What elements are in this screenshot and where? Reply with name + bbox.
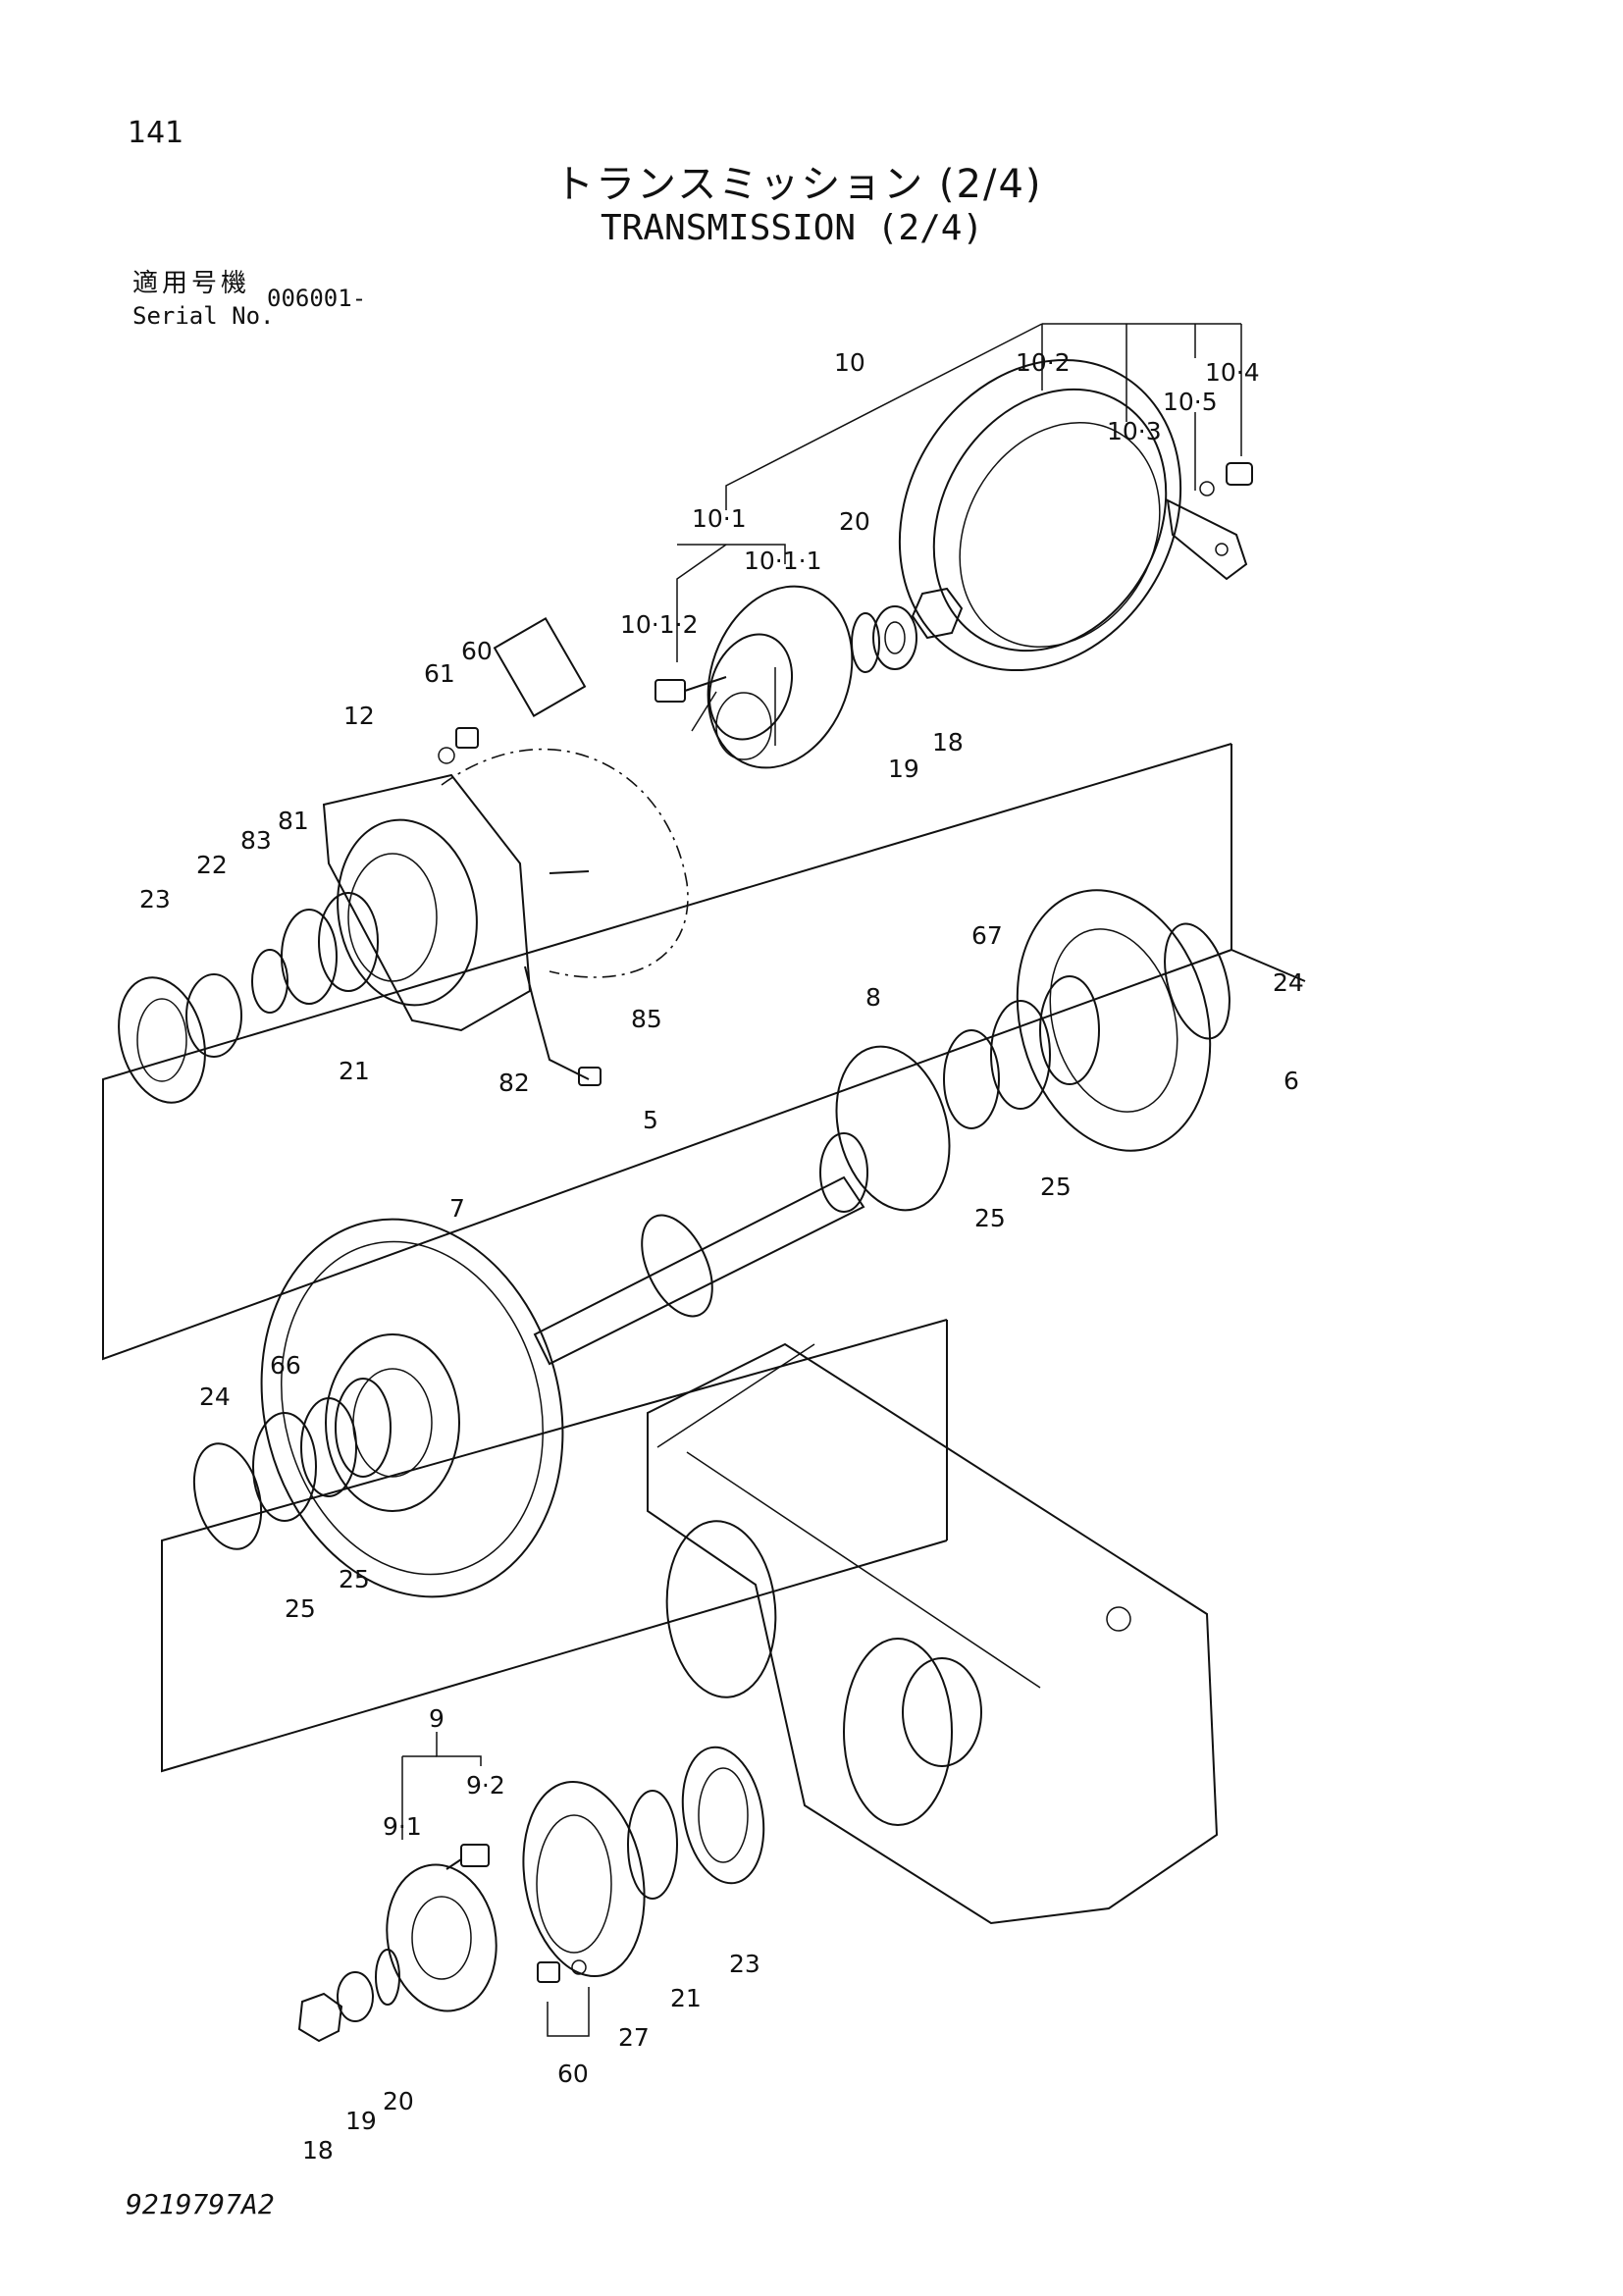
part-10-2-housing-ring [898, 358, 1182, 672]
part-10-1-1-flange [691, 585, 854, 769]
callout-5: 5 [643, 1106, 658, 1134]
parts-60-bottom-bolt [537, 1959, 590, 2037]
callout-60-top: 60 [461, 637, 493, 665]
callout-19-bot: 19 [345, 2107, 377, 2135]
callout-85: 85 [631, 1005, 662, 1033]
callout-9-2: 9·2 [466, 1771, 505, 1800]
callout-25-b: 25 [1040, 1173, 1072, 1201]
part-10-5-bracket [1166, 498, 1248, 581]
callout-67: 67 [971, 921, 1003, 950]
callout-10-1-1: 10·1·1 [744, 547, 822, 575]
callout-20-top: 20 [839, 507, 870, 536]
callout-27: 27 [618, 2023, 650, 2052]
callout-60-bot: 60 [557, 2060, 589, 2088]
serial-label-english: Serial No. [132, 302, 275, 330]
part-7-large-gear [260, 1218, 564, 1598]
callout-21-bot: 21 [670, 1984, 702, 2012]
parts-24-66-25-left-stack [192, 1378, 392, 1550]
part-10-1-2-bolt [654, 676, 727, 703]
page-title-japanese: トランスミッション (2/4) [554, 162, 1043, 207]
callout-8: 8 [865, 983, 881, 1012]
callout-83: 83 [240, 826, 272, 855]
callout-12: 12 [343, 702, 375, 730]
callout-61: 61 [424, 659, 455, 688]
callout-10-4: 10·4 [1205, 358, 1260, 387]
callout-10-5: 10·5 [1163, 388, 1218, 416]
part-dashed-cover [441, 616, 689, 978]
callout-23-top: 23 [139, 885, 171, 913]
assembly-9-leaders [401, 1732, 482, 1840]
part-12-housing-cover [322, 773, 532, 1032]
page-number: 141 [128, 116, 184, 150]
callout-24-left: 24 [199, 1383, 231, 1411]
part-9-1-flange [386, 1844, 497, 2012]
callout-18-bot: 18 [302, 2136, 334, 2165]
callout-7: 7 [449, 1194, 465, 1223]
assembly-group-lines [102, 323, 1306, 1773]
callout-25-c: 25 [339, 1565, 370, 1593]
part-5-shaft [533, 1132, 868, 1366]
serial-number-value: 006001- [267, 285, 367, 312]
parts-8-67-25-6 [835, 889, 1230, 1212]
parts-85-82-pins [524, 870, 602, 1086]
callout-10: 10 [834, 348, 865, 377]
parts-23-22-83-81-21-stack [118, 892, 379, 1104]
callout-10-1-2: 10·1·2 [620, 610, 699, 639]
part-transmission-case [647, 1342, 1219, 1925]
callout-25-a: 25 [974, 1204, 1006, 1232]
parts-61-60-top [438, 727, 479, 764]
callout-25-d: 25 [285, 1594, 316, 1623]
callout-21-top: 21 [339, 1057, 370, 1085]
part-callouts: 10 10·2 10·4 10·5 10·3 10·1 10·1·1 10·1·… [139, 348, 1304, 2165]
callout-6: 6 [1283, 1067, 1299, 1095]
page-title-english: TRANSMISSION (2/4) [601, 208, 984, 248]
callout-22: 22 [196, 851, 228, 879]
callout-10-2: 10·2 [1016, 348, 1071, 377]
callout-23-bot: 23 [729, 1950, 760, 1978]
callout-81: 81 [278, 807, 309, 835]
callout-19-top: 19 [888, 755, 919, 783]
callout-24-right: 24 [1273, 968, 1304, 997]
serial-label-japanese: 適用号機 [132, 269, 251, 298]
callout-66: 66 [270, 1351, 301, 1380]
drawing-code: 9219797A2 [126, 2188, 275, 2220]
parts-20-19-18-top [851, 587, 964, 673]
parts-23-21-27-bottom-stack [522, 1746, 765, 1978]
callout-82: 82 [498, 1069, 530, 1097]
callout-10-3: 10·3 [1107, 417, 1162, 445]
callout-18-top: 18 [932, 728, 964, 757]
callout-9-1: 9·1 [383, 1812, 422, 1841]
callout-9: 9 [429, 1704, 445, 1733]
parts-18-19-20-bottom [297, 1949, 400, 2043]
callout-20-bot: 20 [383, 2087, 414, 2115]
part-10-4-bolt [1199, 462, 1253, 496]
callout-10-1: 10·1 [692, 504, 747, 533]
